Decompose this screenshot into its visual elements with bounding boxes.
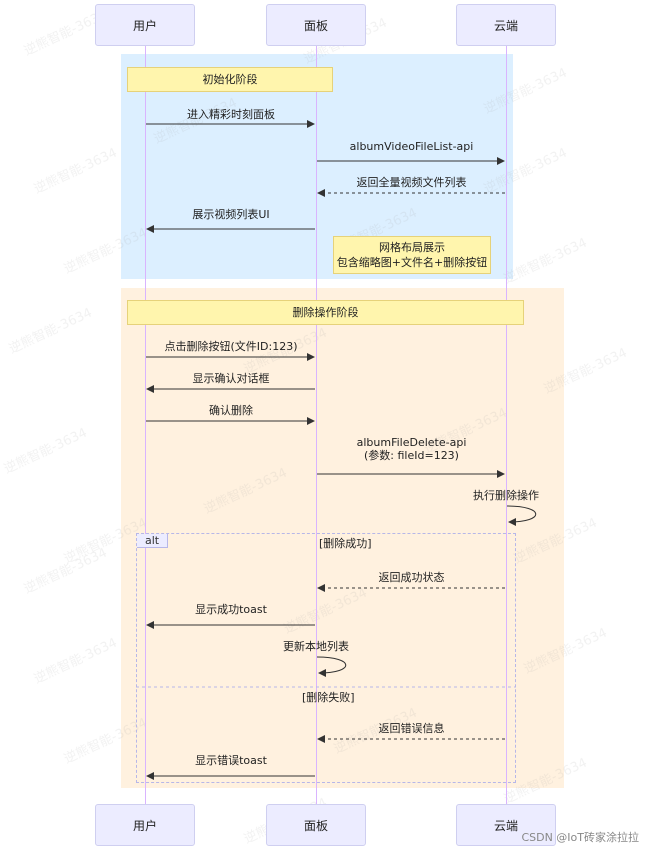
delete-phase-label: 删除操作阶段 [127, 300, 524, 325]
msg-list-api: albumVideoFileList-api [349, 140, 474, 153]
msg-update-local-list: 更新本地列表 [283, 640, 349, 653]
lifeline-user [145, 46, 146, 804]
arrow-m12-self [316, 656, 347, 677]
msg-confirm-delete: 确认删除 [209, 404, 253, 417]
msg-return-list: 返回全量视频文件列表 [356, 176, 467, 189]
actor-cloud-top: 云端 [456, 4, 556, 46]
actor-user-bottom: 用户 [95, 804, 195, 846]
msg-execute-delete: 执行删除操作 [473, 489, 539, 502]
msg-show-success-toast: 显示成功toast [195, 603, 267, 616]
msg-show-list-ui: 展示视频列表UI [192, 208, 270, 221]
msg-show-confirm: 显示确认对话框 [192, 372, 270, 385]
alt-frame [136, 533, 516, 783]
lifeline-cloud [506, 46, 507, 804]
grid-note-line1: 网格布局展示 [379, 241, 445, 254]
msg-show-error-toast: 显示错误toast [195, 754, 267, 767]
actor-cloud-bottom: 云端 [456, 804, 556, 846]
grid-layout-note: 网格布局展示 包含缩略图+文件名+删除按钮 [333, 236, 491, 274]
msg-enter-panel: 进入精彩时刻面板 [187, 108, 275, 121]
grid-note-line2: 包含缩略图+文件名+删除按钮 [336, 256, 488, 269]
alt-label: alt [137, 534, 169, 548]
msg-click-delete: 点击删除按钮(文件ID:123) [164, 340, 298, 353]
init-phase-label: 初始化阶段 [127, 67, 333, 92]
actor-panel-top: 面板 [266, 4, 366, 46]
msg-return-success: 返回成功状态 [378, 571, 445, 584]
lifeline-panel [316, 46, 317, 804]
delete-phase-region [121, 288, 564, 788]
alt-condition-success: [删除成功] [319, 537, 372, 550]
msg-delete-api-line2: (参数: fileId=123) [364, 449, 459, 462]
msg-return-error: 返回错误信息 [378, 722, 445, 735]
actor-panel-bottom: 面板 [266, 804, 366, 846]
actor-user-top: 用户 [95, 4, 195, 46]
alt-condition-fail: [删除失败] [302, 691, 355, 704]
arrow-m9-self [506, 505, 537, 526]
msg-delete-api-line1: albumFileDelete-api [356, 436, 467, 449]
footer-credit: CSDN @IoT砖家涂拉拉 [521, 831, 639, 844]
